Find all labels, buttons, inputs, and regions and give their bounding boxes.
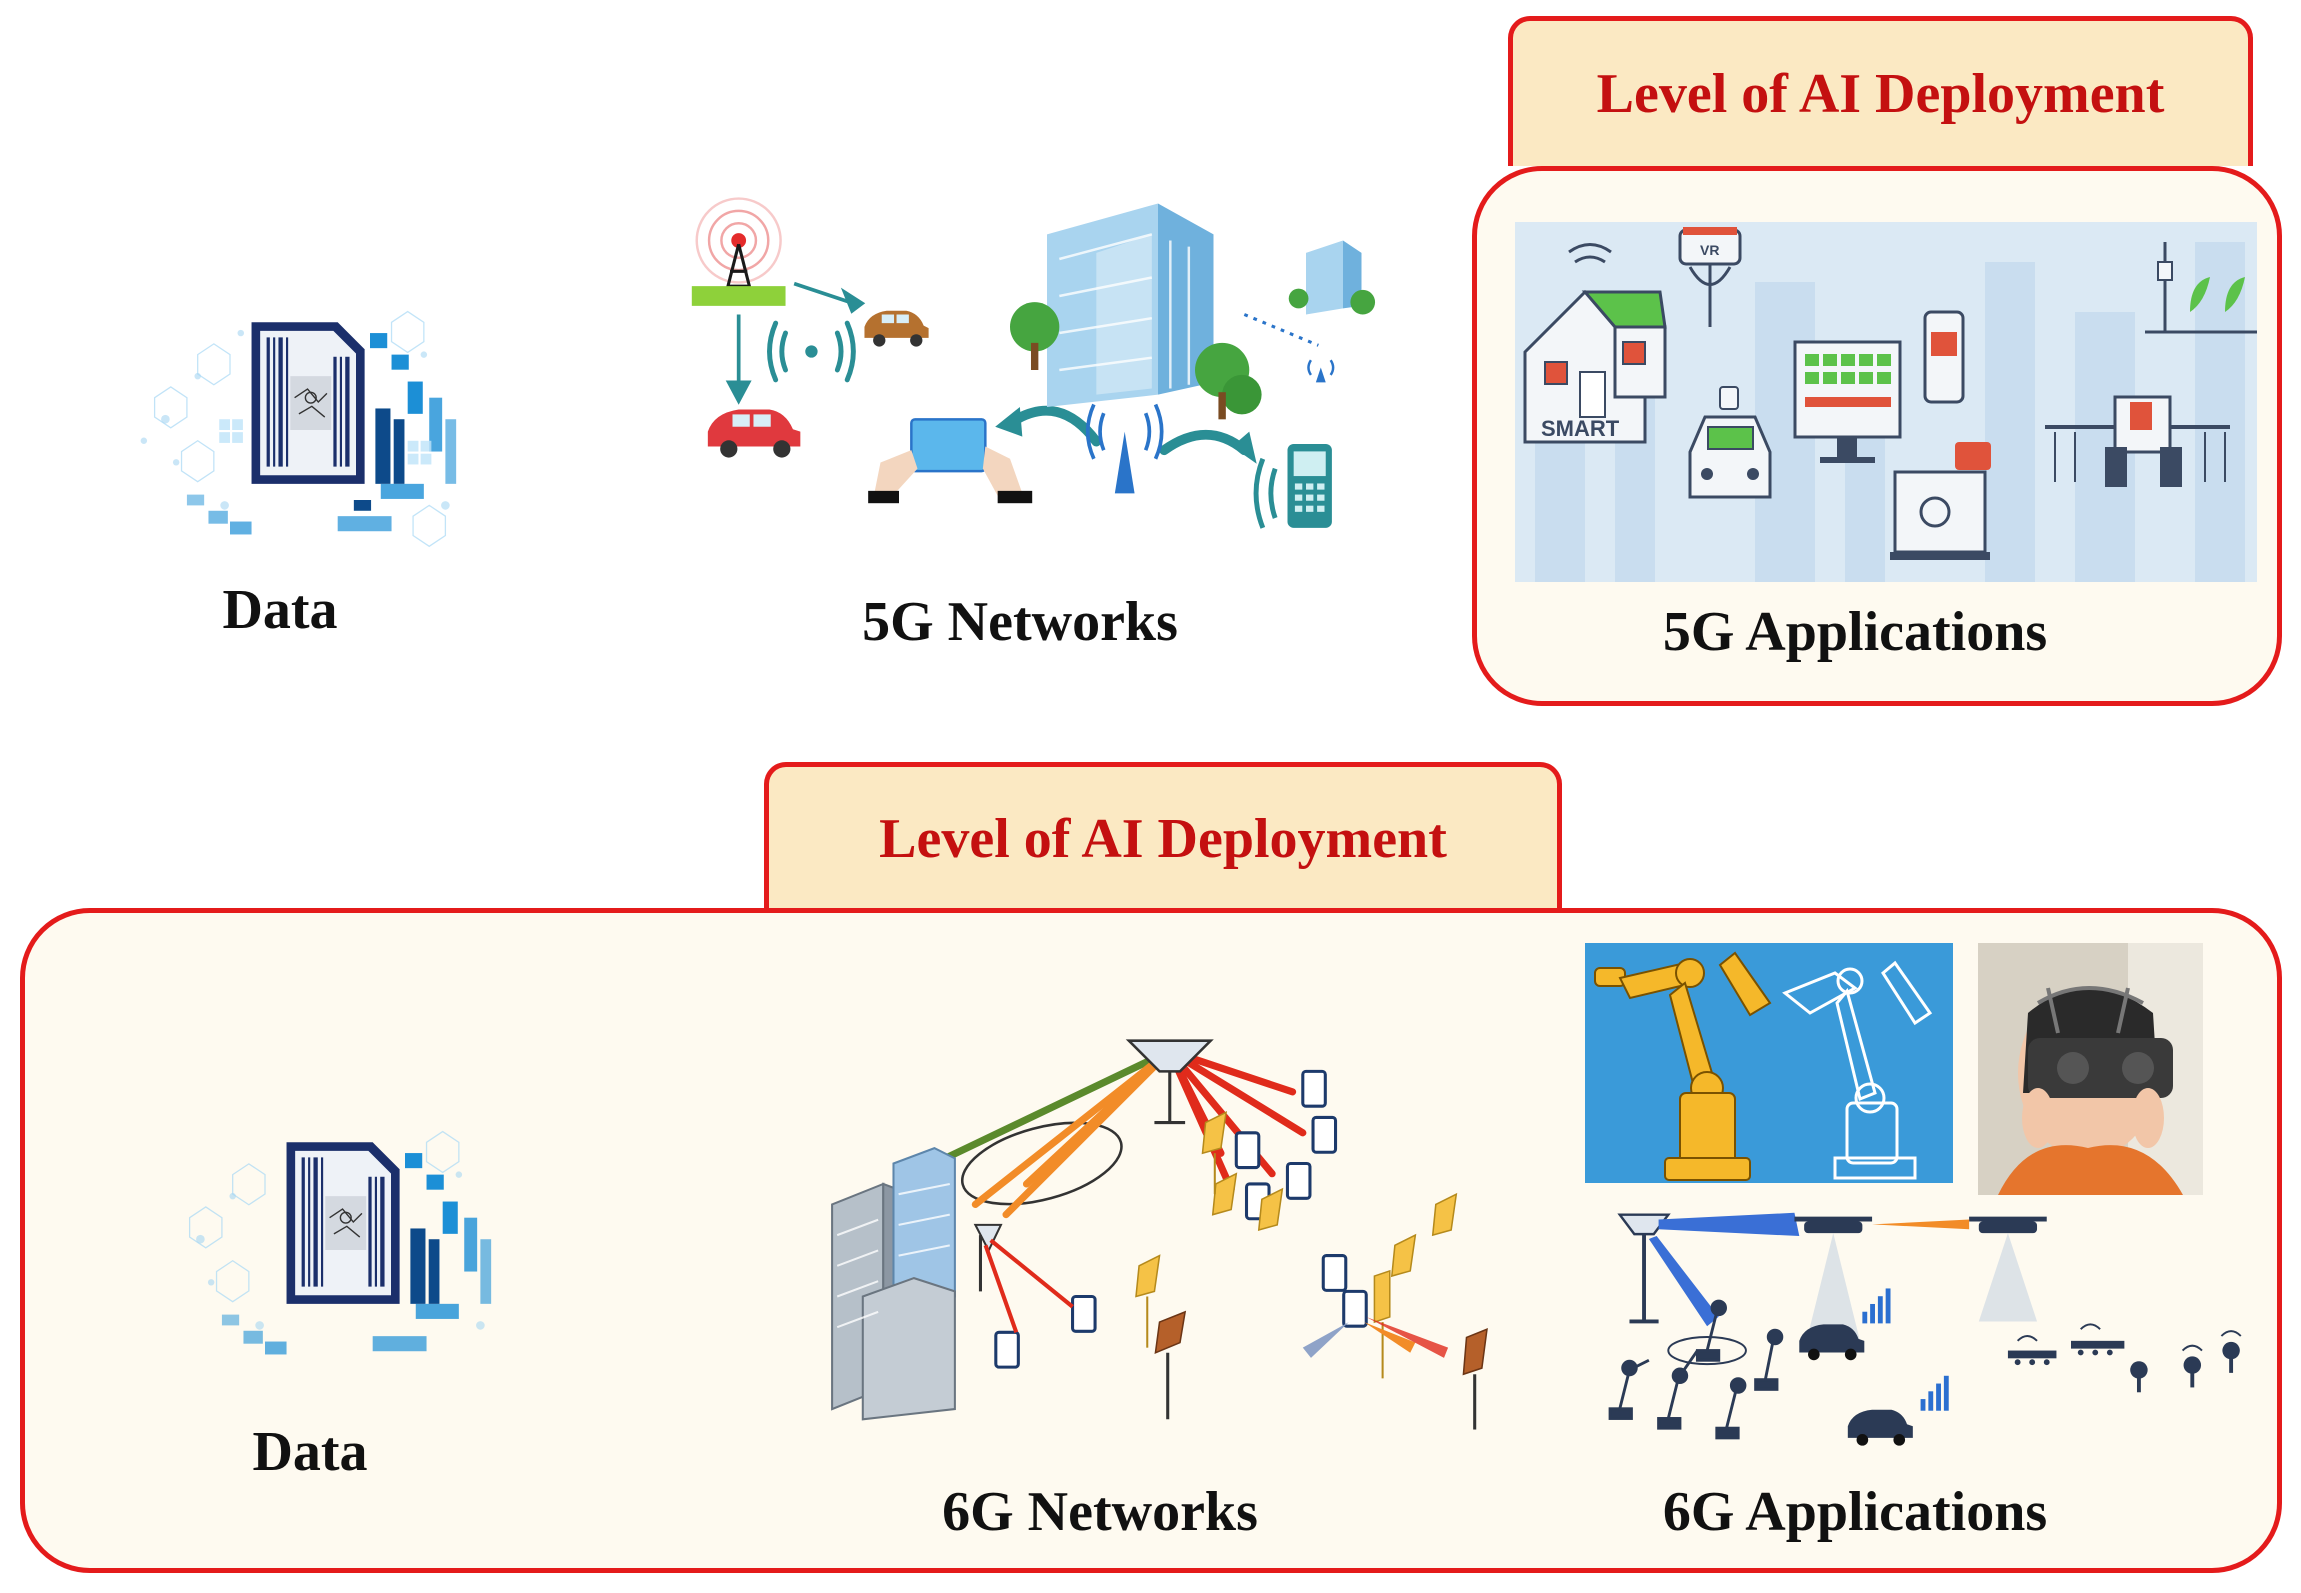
5g-applications-image: SMART VR	[1515, 222, 2257, 582]
6g-applications-graphic	[1608, 1212, 2242, 1446]
vr-headset-image	[1978, 943, 2203, 1195]
top-ai-deployment-tag: Level of AI Deployment	[1508, 16, 2253, 166]
bottom-6g-applications-label: 6G Applications	[1662, 1481, 2048, 1543]
car-brown-icon	[864, 310, 929, 347]
top-data-label: Data	[222, 579, 338, 641]
bottom-6g-networks-label: 6G Networks	[942, 1481, 1258, 1543]
smart-house-text: SMART	[1541, 416, 1620, 441]
top-ai-deployment-text: Level of AI Deployment	[1596, 62, 2165, 125]
bottom-data-label: Data	[252, 1421, 368, 1483]
6g-network-graphic	[831, 1039, 1488, 1430]
top-5g-networks-label: 5G Networks	[862, 591, 1178, 653]
data-file-graphic	[140, 310, 457, 548]
5g-network-graphic	[691, 197, 1376, 529]
top-5g-applications-label: 5G Applications	[1662, 601, 2048, 663]
robot-arms-image	[1585, 943, 1953, 1183]
vr-text: VR	[1700, 242, 1719, 258]
bottom-ai-deployment-tag: Level of AI Deployment	[764, 762, 1562, 910]
bottom-ai-deployment-text: Level of AI Deployment	[879, 807, 1447, 870]
data-file-graphic	[188, 1130, 492, 1355]
car-red-icon	[707, 409, 801, 458]
